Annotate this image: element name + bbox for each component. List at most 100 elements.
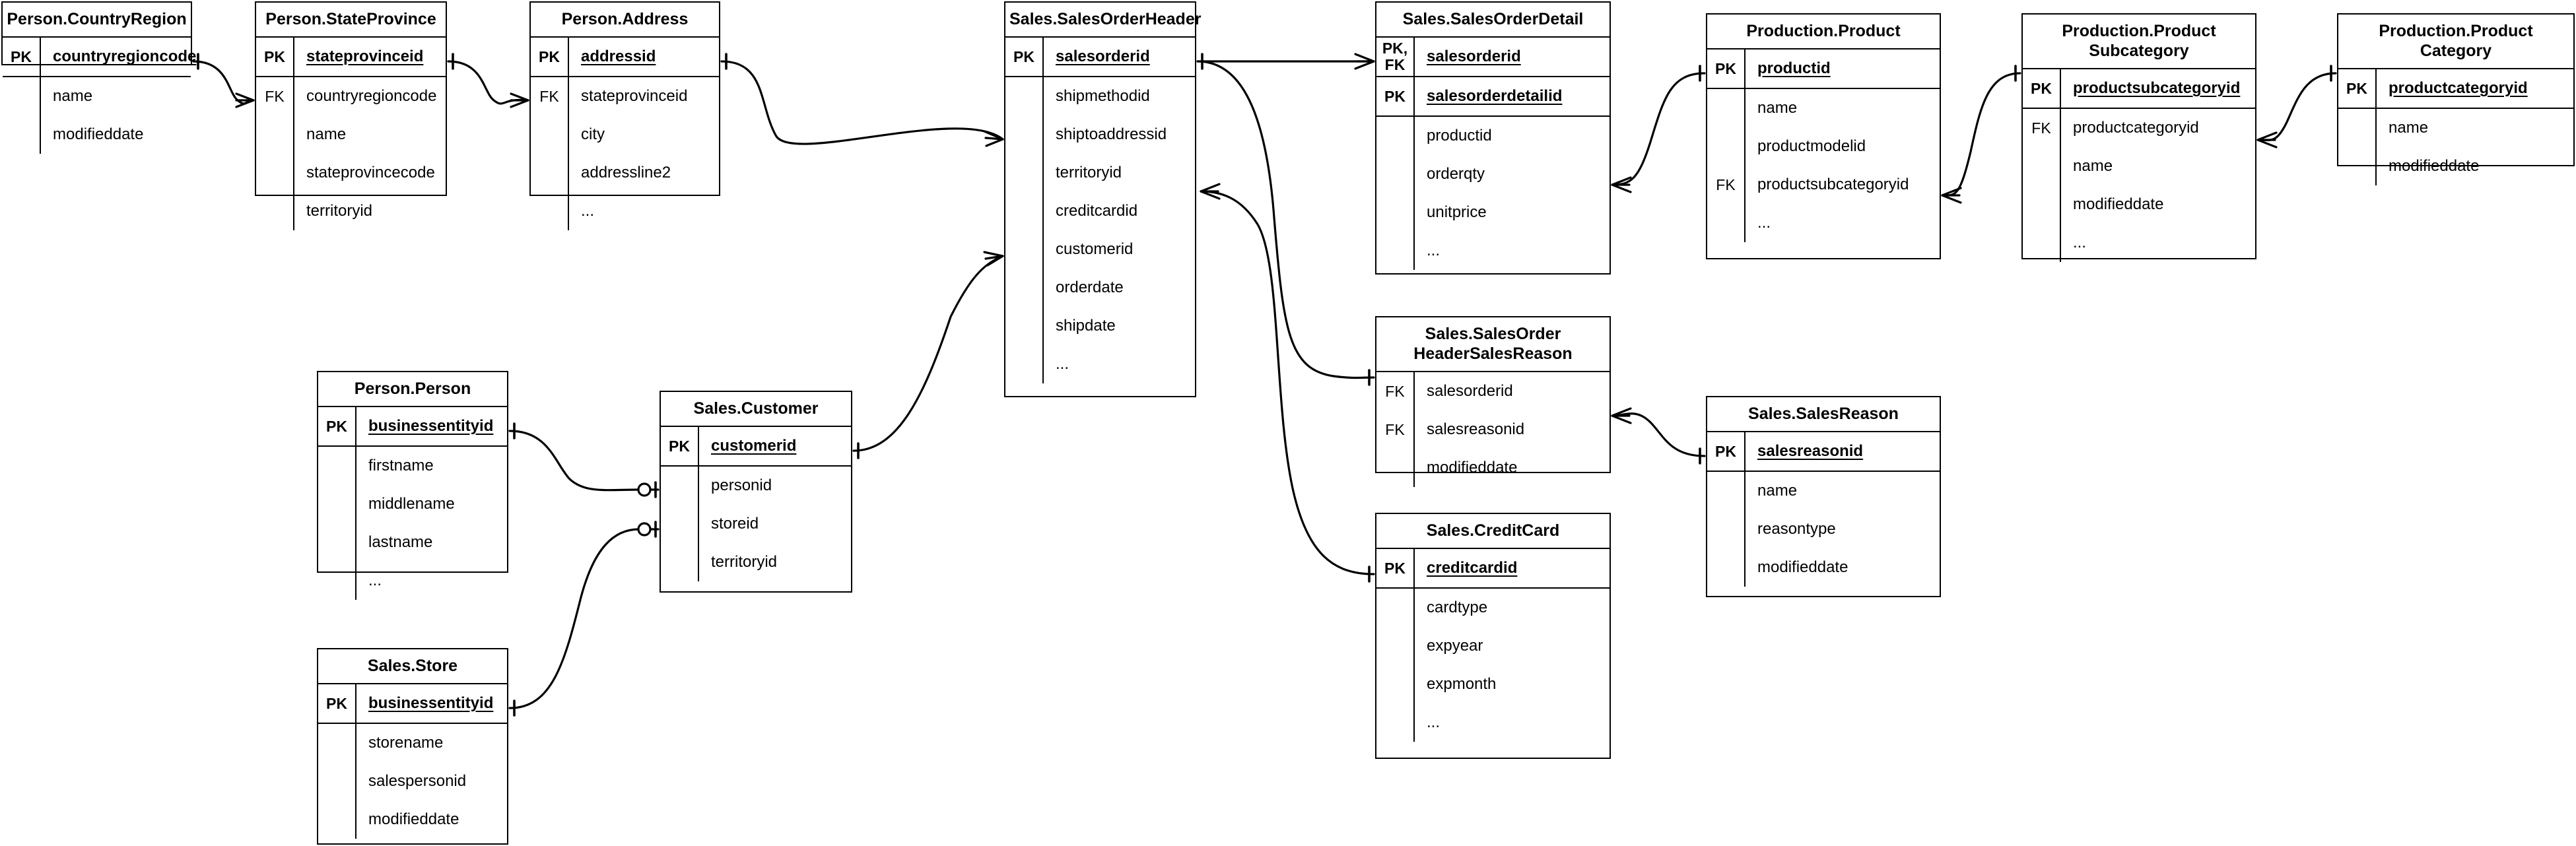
attribute-row[interactable]: unitprice <box>1376 193 1610 232</box>
attribute-row[interactable]: shiptoaddressid <box>1005 115 1195 154</box>
attribute-row[interactable]: storeid <box>661 505 851 543</box>
attribute-row[interactable]: cardtype <box>1376 589 1610 627</box>
attribute-row[interactable]: territoryid <box>1005 154 1195 192</box>
attribute-row[interactable]: customerid <box>1005 230 1195 269</box>
attribute-key-badge <box>3 77 41 115</box>
attribute-row[interactable]: modifieddate <box>2338 147 2573 185</box>
attribute-row[interactable]: modifieddate <box>318 800 507 839</box>
attribute-key-badge <box>1707 204 1746 242</box>
attribute-row[interactable]: shipdate <box>1005 307 1195 345</box>
attribute-row[interactable]: ... <box>2023 224 2255 262</box>
attribute-row[interactable]: modifieddate <box>2023 185 2255 224</box>
attribute-key-badge: FK <box>1376 372 1415 410</box>
attribute-row[interactable]: territoryid <box>661 543 851 581</box>
attribute-row[interactable]: ... <box>1376 232 1610 270</box>
attribute-row[interactable]: name <box>256 115 446 154</box>
attribute-row[interactable]: modifieddate <box>1376 449 1610 487</box>
attribute-row[interactable]: ... <box>1376 703 1610 742</box>
attribute-row[interactable]: storename <box>318 724 507 762</box>
rel-creditcard-salesorderheader <box>1200 183 1375 583</box>
attribute-key-badge: PK <box>3 38 41 76</box>
attribute-row[interactable]: territoryid <box>256 192 446 230</box>
attribute-row[interactable]: stateprovincecode <box>256 154 446 192</box>
attribute-row[interactable]: personid <box>661 467 851 505</box>
entity-title: Sales.Store <box>318 649 507 684</box>
attribute-row[interactable]: shipmethodid <box>1005 77 1195 115</box>
attribute-name: salesreasonid <box>1427 420 1525 438</box>
attribute-row[interactable]: ... <box>531 192 719 230</box>
attribute-key-badge: PK <box>531 38 569 76</box>
attribute-row[interactable]: productid <box>1376 117 1610 155</box>
attribute-row[interactable]: addressline2 <box>531 154 719 192</box>
attribute-row[interactable]: productmodelid <box>1707 127 1940 166</box>
attribute-row[interactable]: expyear <box>1376 627 1610 665</box>
attribute-name: modifieddate <box>1757 558 1848 576</box>
attribute-key-badge <box>1707 472 1746 510</box>
attribute-row[interactable]: name <box>2023 147 2255 185</box>
attribute-row[interactable]: name <box>2338 109 2573 147</box>
attribute-row[interactable]: expmonth <box>1376 665 1610 703</box>
attribute-row[interactable]: firstname <box>318 447 507 485</box>
attribute-row[interactable]: orderdate <box>1005 269 1195 307</box>
attribute-row[interactable]: city <box>531 115 719 154</box>
attribute-key-badge <box>256 154 294 192</box>
attribute-row[interactable]: modifieddate <box>3 115 191 154</box>
attribute-key-badge <box>1376 703 1415 742</box>
attribute-row[interactable]: lastname <box>318 523 507 562</box>
attribute-row[interactable]: FK salesorderid <box>1376 372 1610 410</box>
attribute-key-badge <box>3 115 41 154</box>
attribute-row[interactable]: modifieddate <box>1707 548 1940 587</box>
attribute-row[interactable]: name <box>1707 472 1940 510</box>
rel-salesorderheader-salesorderdetail <box>1196 53 1375 70</box>
attribute-name: salesorderid <box>1427 382 1513 400</box>
attribute-row[interactable]: ... <box>1005 345 1195 383</box>
attribute-row[interactable]: reasontype <box>1707 510 1940 548</box>
attribute-row[interactable]: ... <box>318 562 507 600</box>
attribute-row[interactable]: orderqty <box>1376 155 1610 193</box>
attribute-row[interactable]: creditcardid <box>1005 192 1195 230</box>
attribute-row[interactable]: middlename <box>318 485 507 523</box>
attribute-name: orderdate <box>1056 278 1124 296</box>
attribute-row[interactable]: name <box>1707 89 1940 127</box>
attribute-row[interactable]: name <box>3 77 191 115</box>
attribute-row[interactable]: ... <box>1707 204 1940 242</box>
attribute-row[interactable]: salespersonid <box>318 762 507 800</box>
